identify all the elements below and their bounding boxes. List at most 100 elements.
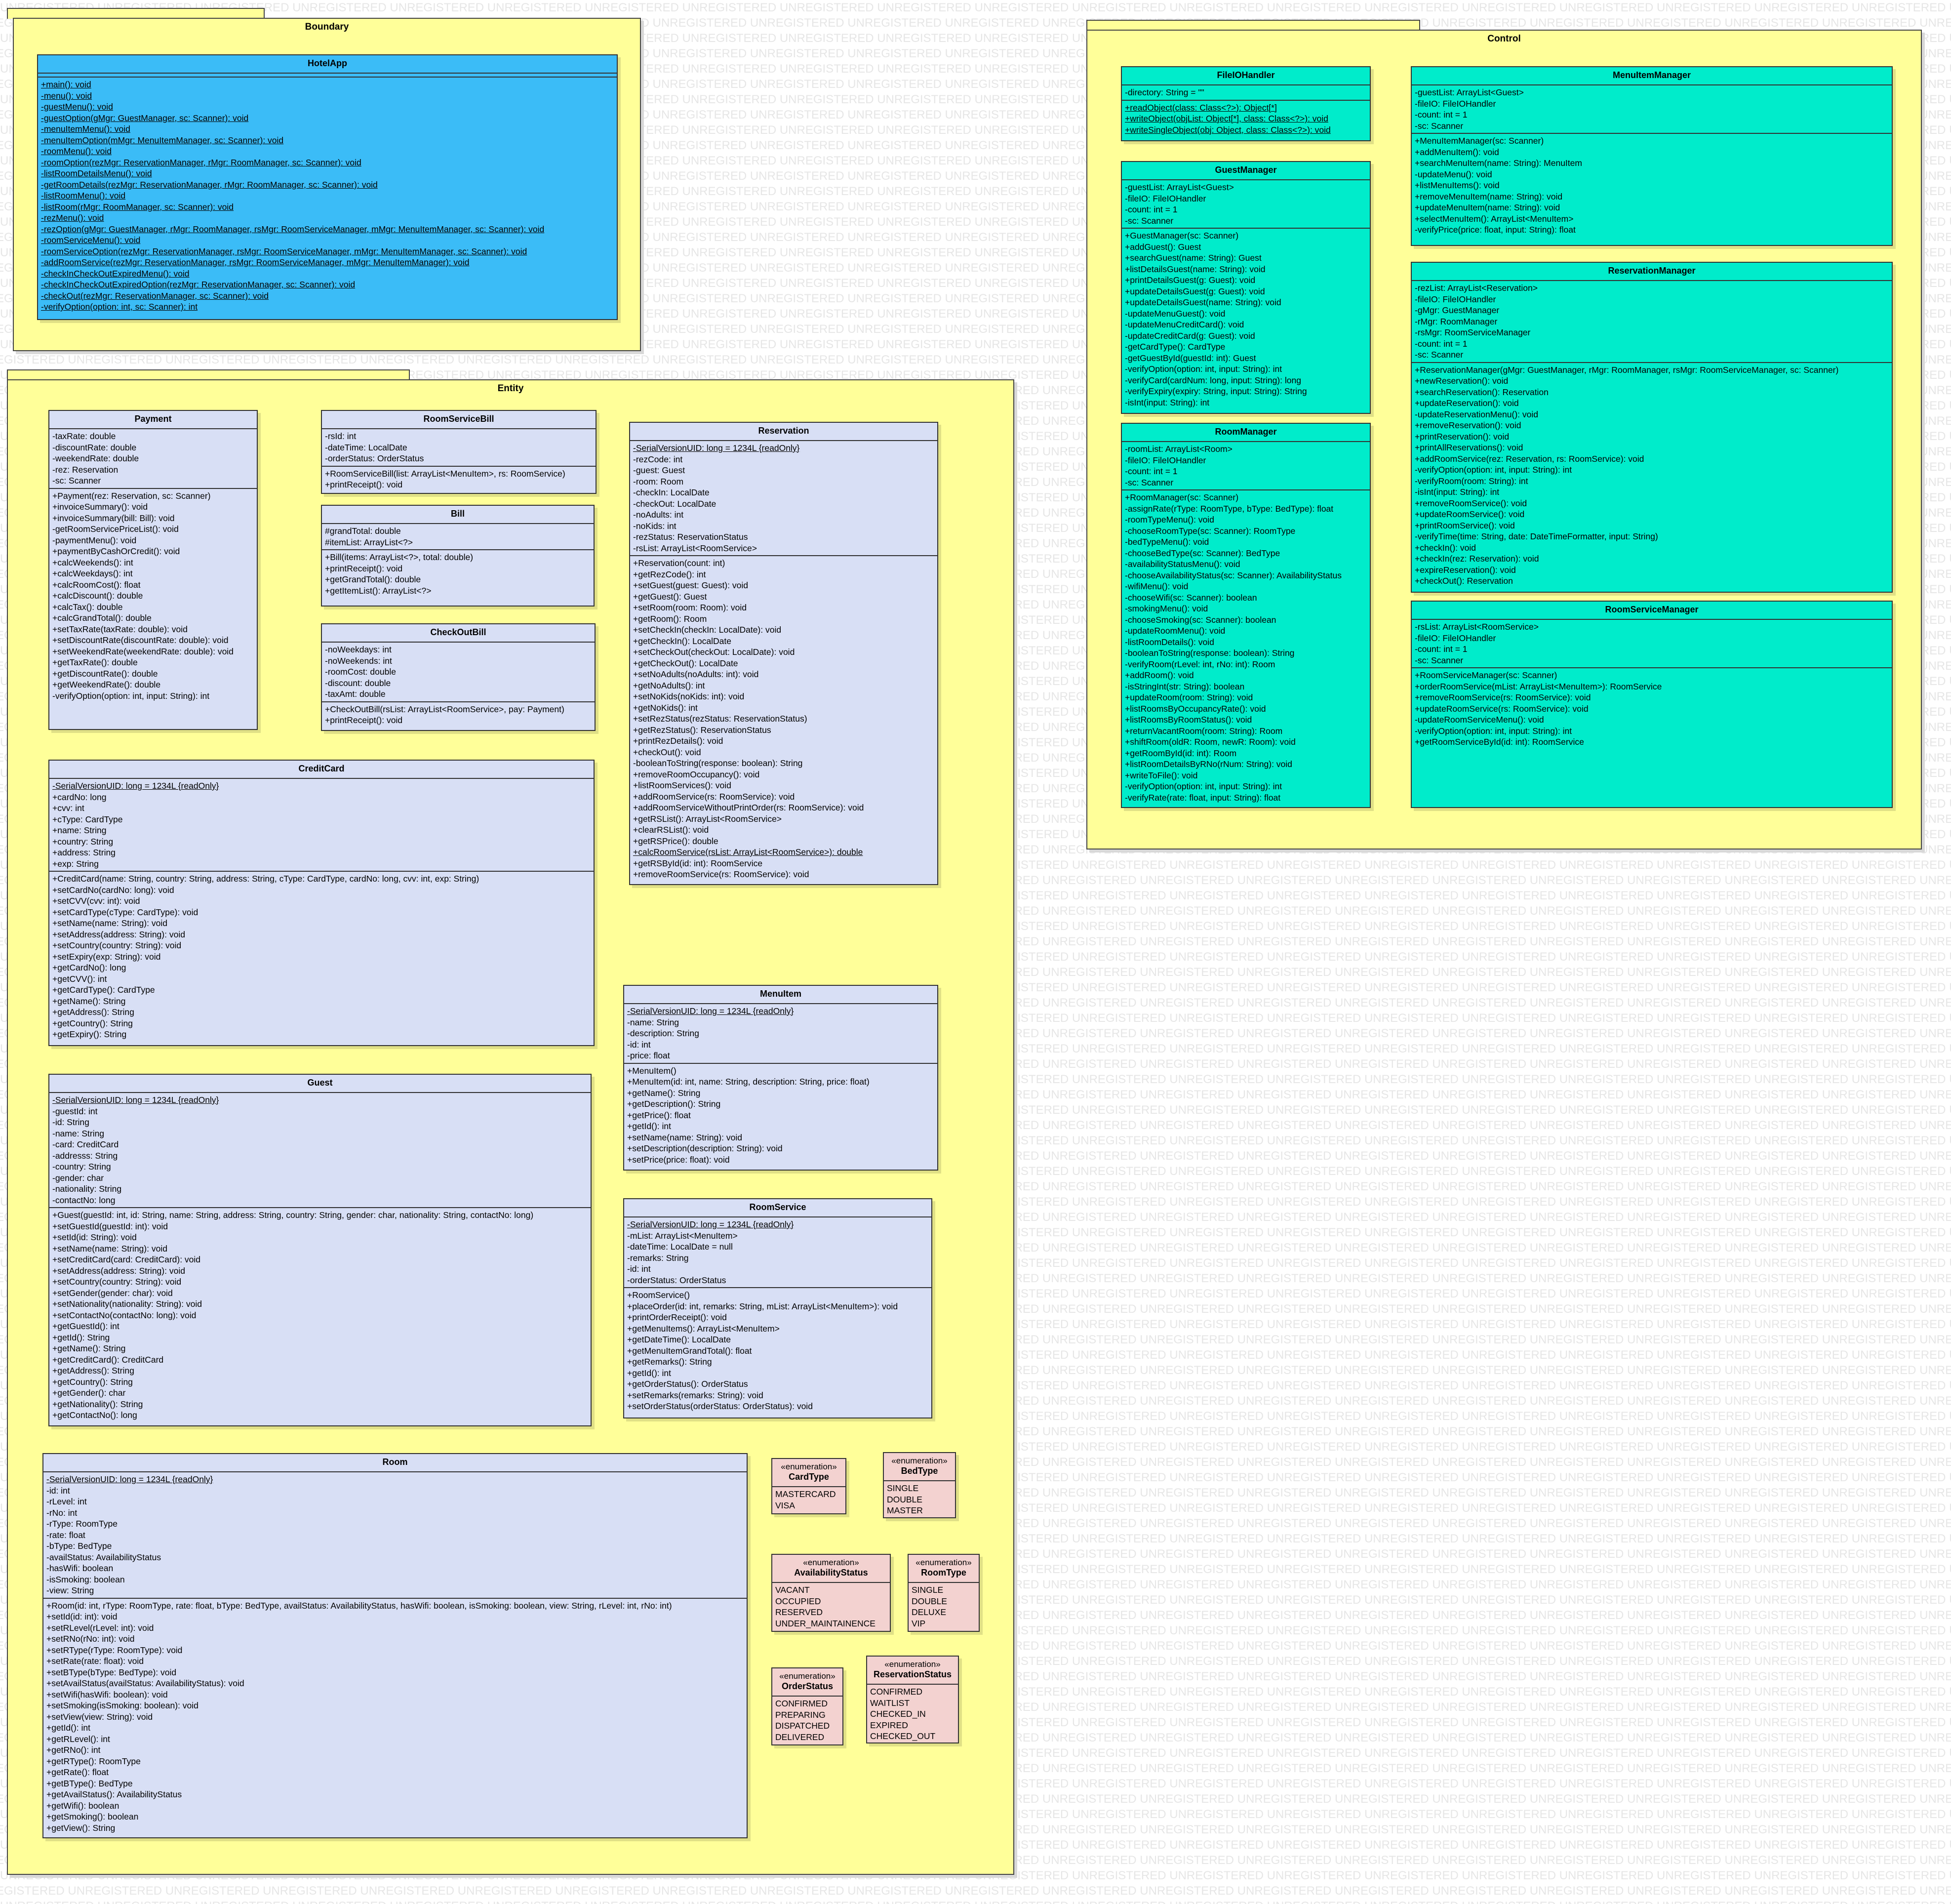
operation: +getRezCode(): int [633, 569, 706, 579]
operation: +MenuItem() [627, 1065, 677, 1076]
operation: -roomMenu(): void [41, 146, 112, 156]
class-reservationmanager[interactable]: ReservationManager-rezList: ArrayList<Re… [1411, 262, 1893, 593]
attribute: -id: String [52, 1117, 89, 1127]
class-name: HotelApp [308, 58, 347, 68]
class-reservation[interactable]: Reservation-SerialVersionUID: long = 123… [629, 422, 938, 885]
class-menuitemmanager[interactable]: MenuItemManager-guestList: ArrayList<Gue… [1411, 66, 1893, 246]
class-name: GuestManager [1215, 165, 1277, 175]
operation: -addRoomService(rezMgr: ReservationManag… [41, 257, 470, 267]
attribute: -price: float [627, 1051, 670, 1060]
operation: +getRSById(id: int): RoomService [633, 858, 763, 868]
class-guest[interactable]: Guest-SerialVersionUID: long = 1234L {re… [48, 1074, 592, 1426]
attribute: -fileIO: FileIOHandler [1415, 294, 1496, 304]
operation: +getRType(): RoomType [46, 1756, 141, 1766]
class-roomservicemanager[interactable]: RoomServiceManager-rsList: ArrayList<Roo… [1411, 601, 1893, 808]
operation: +calcWeekdays(): int [52, 568, 133, 578]
class-operations: +Payment(rez: Reservation, sc: Scanner)+… [49, 489, 257, 703]
attribute: -count: int = 1 [1125, 466, 1178, 476]
class-attributes: -SerialVersionUID: long = 1234L {readOnl… [624, 1004, 937, 1064]
enum-literal: DOUBLE [912, 1596, 947, 1606]
operation: -verifyRoom(rLevel: int, rNo: int): Room [1125, 659, 1275, 669]
operation: +getCheckOut(): LocalDate [633, 658, 738, 668]
operation: +setAddress(address: String): void [52, 929, 185, 939]
operation: +getGuest(): Guest [633, 591, 707, 602]
attribute: -SerialVersionUID: long = 1234L {readOnl… [46, 1474, 213, 1484]
operation: +addRoomServiceWithoutPrintOrder(rs: Roo… [633, 803, 864, 812]
operation: +searchReservation(): Reservation [1415, 387, 1549, 397]
class-creditcard[interactable]: CreditCard-SerialVersionUID: long = 1234… [48, 760, 595, 1046]
package-tab-control [1086, 20, 1420, 31]
class-name: BedType [901, 1466, 938, 1476]
operation: +calcWeekends(): int [52, 557, 133, 567]
class-payment[interactable]: Payment-taxRate: double-discountRate: do… [48, 410, 258, 730]
operation: +calcTax(): double [52, 602, 123, 612]
operation: +getAddress(): String [52, 1366, 134, 1376]
operation: +getCountry(): String [52, 1377, 133, 1387]
class-attributes: -guestList: ArrayList<Guest>-fileIO: Fil… [1412, 85, 1892, 134]
operation: +placeOrder(id: int, remarks: String, mL… [627, 1301, 898, 1311]
operation: -updateReservationMenu(): void [1415, 409, 1538, 419]
operation: +getName(): String [52, 1343, 126, 1353]
operation: +removeRoomService(rs: RoomService): voi… [1415, 692, 1591, 702]
operation: +addGuest(): Guest [1125, 242, 1201, 252]
class-title: RoomServiceManager [1412, 602, 1892, 620]
operation: +updateRoomService(rs: RoomService): voi… [1415, 703, 1589, 714]
operation: +addRoom(): void [1125, 670, 1194, 680]
attribute: +name: String [52, 825, 107, 835]
class-name: OrderStatus [781, 1681, 834, 1691]
operation: +getOrderStatus(): OrderStatus [627, 1379, 748, 1389]
operation: +setName(name: String): void [627, 1132, 742, 1142]
enum-literal: SINGLE [887, 1483, 919, 1493]
attribute: -sc: Scanner [1415, 350, 1464, 360]
operation: +getItemList(): ArrayList<?> [325, 585, 432, 596]
attribute: -SerialVersionUID: long = 1234L {readOnl… [52, 1095, 219, 1105]
operation: +setName(name: String): void [52, 1243, 167, 1254]
operation: +orderRoomService(mList: ArrayList<MenuI… [1415, 681, 1662, 691]
operation: +getDateTime(): LocalDate [627, 1335, 731, 1344]
operation: -guestMenu(): void [41, 102, 113, 112]
attribute: -count: int = 1 [1415, 644, 1468, 654]
operation: +writeToFile(): void [1125, 770, 1198, 780]
attribute: -SerialVersionUID: long = 1234L {readOnl… [52, 781, 219, 791]
class-roomservicebill[interactable]: RoomServiceBill-rsId: int-dateTime: Loca… [321, 410, 597, 494]
class-checkoutbill[interactable]: CheckOutBill-noWeekdays: int-noWeekends:… [321, 623, 596, 731]
operation: -assignRate(rType: RoomType, bType: BedT… [1125, 503, 1334, 514]
operation: +printDetailsGuest(g: Guest): void [1125, 275, 1256, 285]
class-name: AvailabilityStatus [794, 1568, 868, 1578]
enum-literal: VISA [775, 1500, 795, 1510]
package-tab-boundary [7, 8, 265, 19]
operation: -isStringInt(str: String): boolean [1125, 681, 1245, 691]
class-attributes: -rsList: ArrayList<RoomService>-fileIO: … [1412, 620, 1892, 668]
class-hotelapp[interactable]: HotelApp+main(): void-menu(): void-guest… [37, 54, 618, 320]
class-title: HotelApp [38, 55, 617, 74]
class-name: ReservationManager [1608, 266, 1696, 276]
class-room[interactable]: Room -SerialVersionUID: long = 1234L {rea… [42, 1453, 748, 1838]
class-bill[interactable]: Bill#grandTotal: double#itemList: ArrayL… [321, 505, 595, 607]
operation: -rezOption(gMgr: GuestManager, rMgr: Roo… [41, 224, 545, 234]
operation: +setRemarks(remarks: String): void [627, 1390, 763, 1400]
enum-literal: MASTER [887, 1505, 923, 1515]
operation: +getCreditCard(): CreditCard [52, 1354, 164, 1365]
class-roomservice[interactable]: RoomService-SerialVersionUID: long = 123… [623, 1198, 932, 1418]
class-title: «enumeration»AvailabilityStatus [772, 1555, 890, 1583]
class-title: Room [43, 1454, 747, 1472]
attribute: -addresss: String [52, 1150, 118, 1161]
class-roommanager[interactable]: RoomManager-roomList: ArrayList<Room>-fi… [1121, 423, 1371, 808]
attribute: -name: String [627, 1017, 679, 1027]
operation: +RoomManager(sc: Scanner) [1125, 492, 1239, 502]
class-title: CheckOutBill [322, 624, 595, 643]
class-menuitem[interactable]: MenuItem-SerialVersionUID: long = 1234L … [623, 985, 938, 1171]
attribute: -fileIO: FileIOHandler [1125, 455, 1206, 465]
class-fileiohandler[interactable]: FileIOHandler-directory: String = ""+rea… [1121, 66, 1371, 141]
class-operations: +Room(id: int, rType: RoomType, rate: fl… [43, 1599, 747, 1835]
operation: +setCheckIn(checkIn: LocalDate): void [633, 625, 782, 635]
operation: -verifyPrice(price: float, input: String… [1415, 225, 1576, 235]
class-operations: +GuestManager(sc: Scanner)+addGuest(): G… [1122, 229, 1370, 409]
class-guestmanager[interactable]: GuestManager-guestList: ArrayList<Guest>… [1121, 161, 1371, 414]
